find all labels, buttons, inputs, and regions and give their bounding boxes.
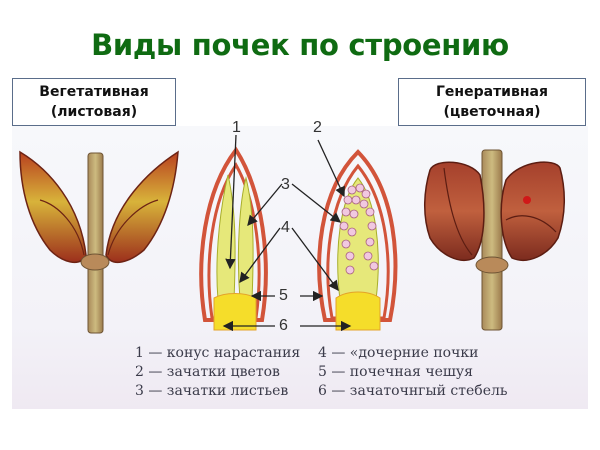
callout-5: 5 <box>279 287 288 304</box>
label-generative-line1: Генеративная <box>436 84 548 100</box>
legend-left: 1 — конус нарастания 2 — зачатки цветов … <box>135 344 300 401</box>
page-title: Виды почек по строению <box>91 28 509 62</box>
callout-4: 4 <box>281 219 290 236</box>
callout-2: 2 <box>313 119 322 136</box>
label-vegetative-line2: (листовая) <box>50 104 138 120</box>
callout-3: 3 <box>281 176 290 193</box>
legend-item-5: 5 — почечная чешуя <box>318 364 473 380</box>
label-vegetative: Вегетативная (листовая) <box>12 78 176 126</box>
legend-item-4: 4 — «дочерние почки <box>318 345 479 361</box>
generative-bud-section-icon <box>317 149 398 331</box>
generative-twig-icon <box>423 149 566 331</box>
label-generative: Генеративная (цветочная) <box>398 78 586 126</box>
vegetative-twig-icon <box>19 150 179 334</box>
callout-6: 6 <box>279 317 288 334</box>
callout-1: 1 <box>232 119 241 136</box>
label-vegetative-line1: Вегетативная <box>39 84 149 100</box>
legend-item-3: 3 — зачатки листьев <box>135 383 289 399</box>
legend-item-6: 6 — зачаточнгый стебель <box>318 383 508 399</box>
callout-arrows <box>222 134 352 332</box>
legend-right: 4 — «дочерние почки 5 — почечная чешуя 6… <box>318 344 508 401</box>
legend-item-2: 2 — зачатки цветов <box>135 364 280 380</box>
label-generative-line2: (цветочная) <box>443 104 541 120</box>
legend-item-1: 1 — конус нарастания <box>135 345 301 361</box>
